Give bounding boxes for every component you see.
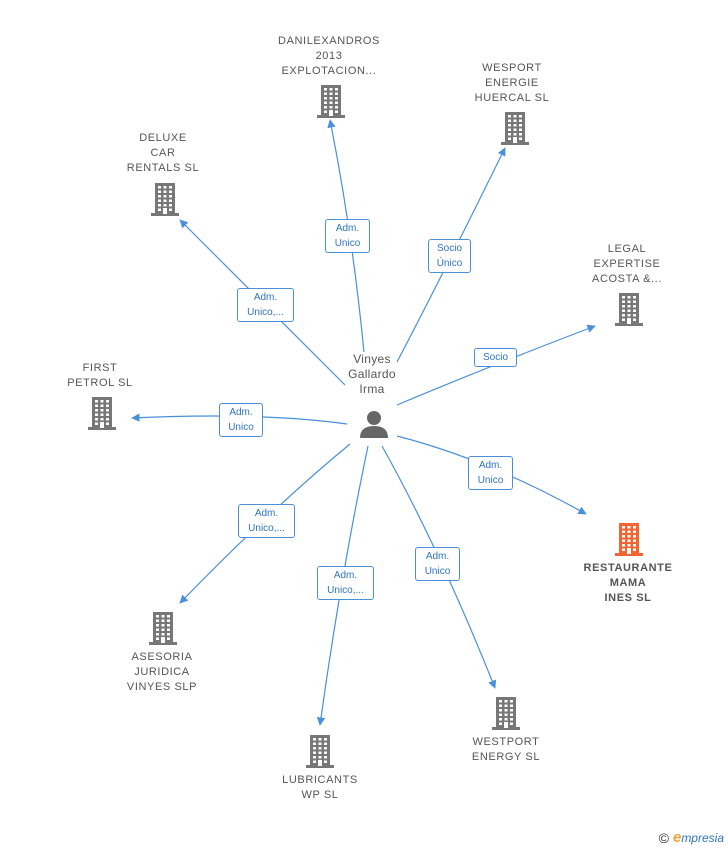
person-label: Vinyes Gallardo Irma: [348, 352, 396, 396]
company-node-deluxe-car[interactable]: DELUXE CAR RENTALS SL: [113, 131, 213, 176]
edge-label-danilexandros[interactable]: Adm. Unico: [325, 219, 370, 253]
company-node-restaurante-mama[interactable]: RESTAURANTE MAMA INES SL: [567, 561, 689, 606]
edge-label-deluxe-car[interactable]: Adm. Unico,...: [237, 288, 294, 322]
building-icon[interactable]: [316, 84, 346, 118]
edge-label-lubricants[interactable]: Adm. Unico,...: [317, 566, 374, 600]
company-node-danilexandros[interactable]: DANILEXANDROS 2013 EXPLOTACION...: [268, 34, 390, 79]
footer-brand[interactable]: © empresia: [659, 829, 724, 846]
company-node-first-petrol[interactable]: FIRST PETROL SL: [50, 361, 150, 391]
building-icon[interactable]: [150, 182, 180, 216]
building-icon[interactable]: [614, 292, 644, 326]
edge-label-wesport-energie[interactable]: Socio Único: [428, 239, 471, 273]
brand-name: mpresia: [681, 831, 724, 845]
company-node-legal-expertise[interactable]: LEGAL EXPERTISE ACOSTA &...: [577, 242, 677, 287]
edge-label-legal-expertise[interactable]: Socio: [474, 348, 517, 367]
building-icon[interactable]: [305, 734, 335, 768]
brand-initial: e: [672, 829, 682, 846]
edge-label-asesoria[interactable]: Adm. Unico,...: [238, 504, 295, 538]
company-node-westport[interactable]: WESTPORT ENERGY SL: [454, 735, 558, 765]
brand-logo[interactable]: empresia: [673, 829, 724, 846]
company-label: LUBRICANTS WP SL: [282, 774, 358, 801]
company-label: LEGAL EXPERTISE ACOSTA &...: [592, 243, 662, 285]
company-label: DANILEXANDROS 2013 EXPLOTACION...: [278, 35, 380, 77]
company-node-lubricants[interactable]: LUBRICANTS WP SL: [268, 773, 372, 803]
person-node[interactable]: Vinyes Gallardo Irma: [332, 352, 412, 397]
edge-label-first-petrol[interactable]: Adm. Unico: [219, 403, 263, 437]
person-icon[interactable]: [359, 408, 389, 438]
company-node-wesport-energie[interactable]: WESPORT ENERGIE HUERCAL SL: [462, 61, 562, 106]
company-label: RESTAURANTE MAMA INES SL: [583, 562, 673, 604]
company-label: DELUXE CAR RENTALS SL: [126, 132, 200, 174]
company-node-asesoria[interactable]: ASESORIA JURIDICA VINYES SLP: [110, 650, 214, 695]
company-label: FIRST PETROL SL: [67, 362, 133, 389]
building-icon[interactable]: [148, 611, 178, 645]
building-icon[interactable]: [500, 111, 530, 145]
building-icon-highlighted[interactable]: [614, 522, 644, 556]
copyright-icon: ©: [658, 829, 669, 846]
edge-legal-expertise: [396, 324, 596, 406]
company-label: WESPORT ENERGIE HUERCAL SL: [474, 62, 550, 104]
company-label: WESTPORT ENERGY SL: [471, 736, 541, 763]
building-icon[interactable]: [491, 696, 521, 730]
edge-label-restaurante-mama[interactable]: Adm. Unico: [468, 456, 513, 490]
building-icon[interactable]: [87, 396, 117, 430]
company-label: ASESORIA JURIDICA VINYES SLP: [126, 651, 198, 693]
edge-label-westport[interactable]: Adm. Unico: [415, 547, 460, 581]
